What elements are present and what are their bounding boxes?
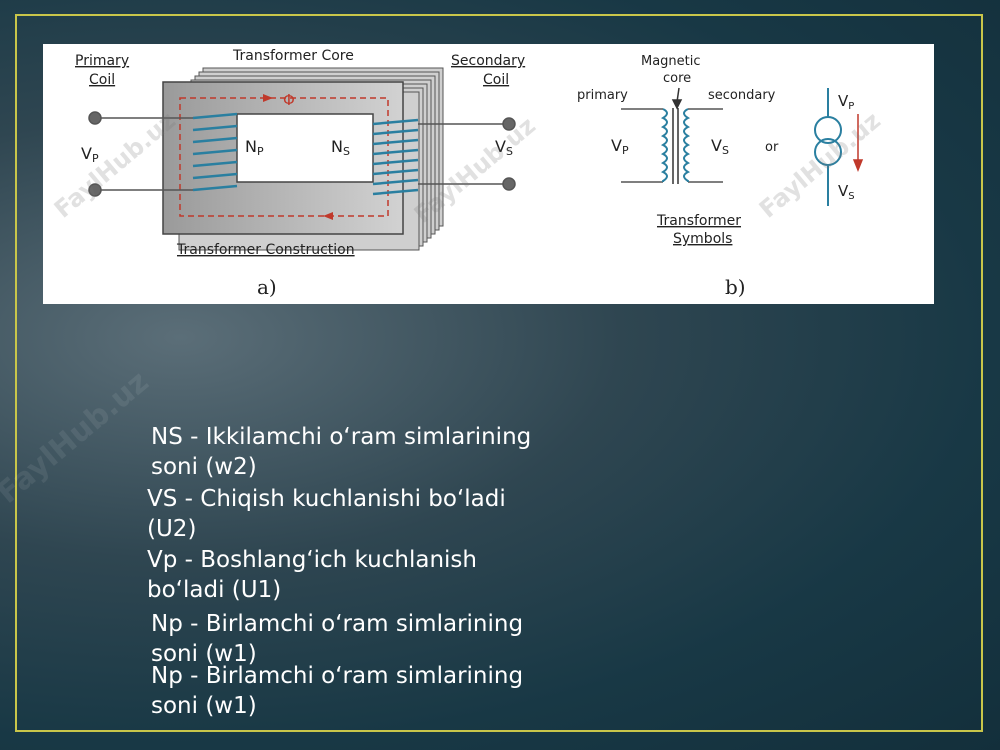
- label-transformer-core: Transformer Core: [232, 48, 354, 64]
- primary-terminals: [88, 111, 193, 197]
- label-primary: primary: [577, 88, 628, 103]
- slide-frame: [15, 14, 983, 732]
- label-or: or: [765, 140, 779, 155]
- label-secondary: secondary: [708, 88, 776, 103]
- caption-transformer-construction: Transformer Construction: [176, 242, 355, 258]
- text-ns: NS - Ikkilamchi o‘ram simlarining soni (…: [151, 424, 532, 480]
- caption-transformer-symbols-1: Transformer: [656, 213, 741, 229]
- label-magnetic: Magnetic: [641, 54, 701, 69]
- secondary-terminals: [418, 117, 516, 191]
- transformer-core: [162, 81, 404, 235]
- secondary-winding-symbol: [683, 108, 691, 182]
- flux-label: Φ: [283, 91, 295, 109]
- label-secondary-coil-1: Secondary: [451, 53, 525, 69]
- transformer-figure: Φ: [43, 44, 934, 304]
- label-alt-vp: VP: [838, 92, 854, 112]
- figure-watermark-1: FaylHub.uz: [49, 106, 181, 223]
- label-sym-vs: VS: [711, 136, 729, 157]
- label-sym-vp: VP: [611, 136, 629, 157]
- text-np-1: Np - Birlamchi o‘ram simlarining soni (w…: [151, 611, 524, 667]
- primary-winding-symbol: [660, 108, 668, 182]
- label-ns: NS: [331, 137, 350, 158]
- text-vp: Vp - Boshlang‘ich kuchlanish bo‘ladi (U1…: [147, 547, 477, 603]
- label-vs: VS: [495, 137, 513, 158]
- label-primary-coil-1: Primary: [75, 53, 129, 69]
- label-np: NP: [245, 137, 264, 158]
- caption-transformer-symbols-2: Symbols: [673, 231, 732, 247]
- alt-symbol: [814, 88, 842, 206]
- label-core: core: [663, 71, 691, 86]
- text-np-2: Np - Birlamchi o‘ram simlarining soni (w…: [151, 663, 524, 719]
- flux-arrow-top: [263, 94, 273, 102]
- symbol-lines: [621, 108, 723, 183]
- panel-a: Φ: [75, 48, 525, 299]
- magnetic-core-symbol: [672, 108, 679, 184]
- flux-path: [179, 97, 389, 217]
- core-pointer: [671, 87, 683, 110]
- panel-a-label: a): [257, 275, 277, 299]
- figure-watermark-3: FaylHub.uz: [754, 106, 886, 223]
- text-vs: VS - Chiqish kuchlanishi bo‘ladi (U2): [147, 486, 506, 542]
- label-primary-coil-2: Coil: [89, 72, 115, 88]
- label-secondary-coil-2: Coil: [483, 72, 509, 88]
- secondary-coil: [372, 118, 419, 196]
- alt-symbol-arrow: [852, 114, 864, 173]
- flux-arrow-bottom: [323, 212, 333, 220]
- primary-coil: [192, 112, 238, 192]
- label-alt-vs: VS: [838, 182, 855, 202]
- label-vp: VP: [81, 144, 99, 165]
- panel-b: Magnetic core primary secondary VP VS or…: [577, 54, 864, 299]
- panel-b-label: b): [725, 275, 746, 299]
